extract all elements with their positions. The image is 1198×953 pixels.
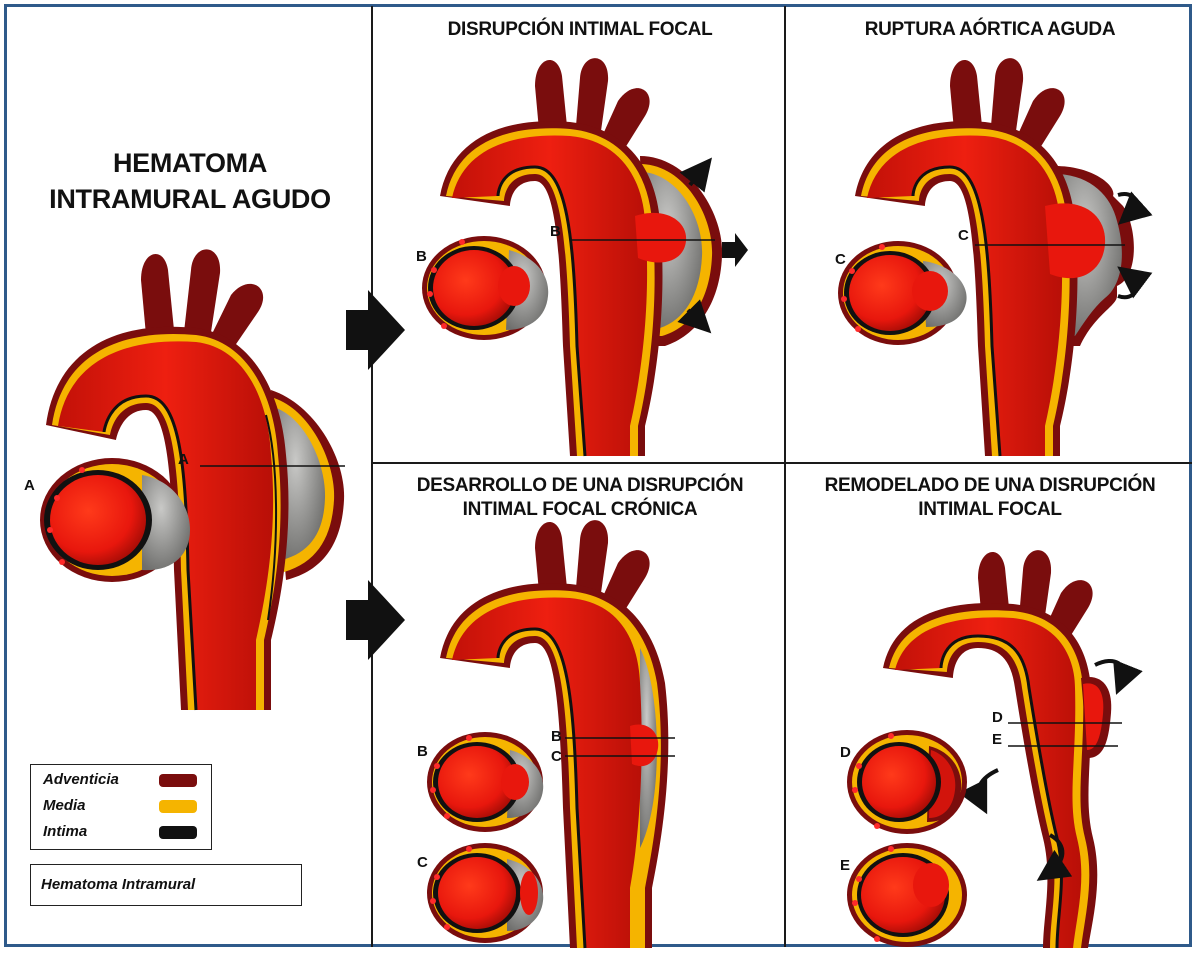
p2-cross-section-c: [838, 241, 967, 345]
p3-label-c-section: C: [417, 854, 428, 871]
transition-arrow-lower: [346, 580, 405, 660]
legend-swatch-intima: [159, 826, 197, 839]
p4-cross-section-d: [847, 730, 967, 834]
p1-arrow-right: [722, 233, 748, 267]
p4-label-e-section: E: [840, 857, 850, 874]
p4-label-d-arch: D: [992, 709, 1003, 726]
p4-label-e-arch: E: [992, 731, 1002, 748]
p4-cross-section-e: [847, 843, 967, 947]
p3-label-b-arch: B: [551, 728, 562, 745]
p3-cross-section-b: [427, 732, 543, 832]
label-a-arch: A: [178, 451, 189, 468]
p2-label-c-section: C: [835, 251, 846, 268]
p4-arrow-top-curl: [1095, 661, 1123, 680]
legend-swatch-adventicia: [159, 774, 197, 787]
legend-label-hematoma: Hematoma Intramural: [41, 876, 195, 893]
legend-label-intima: Intima: [43, 823, 87, 840]
p1-arrow-up: [690, 170, 702, 185]
legend-swatch-media: [159, 800, 197, 813]
label-a-section: A: [24, 477, 35, 494]
p3-cross-section-c: [427, 843, 543, 943]
legend-hematoma: Hematoma Intramural: [30, 864, 302, 906]
p2-label-c-arch: C: [958, 227, 969, 244]
p1-cross-section-b: [422, 236, 548, 340]
p4-label-d-section: D: [840, 744, 851, 761]
transition-arrow-upper: [346, 290, 405, 370]
p4-arrow-mid-curl: [978, 770, 998, 800]
p1-label-b-arch: B: [550, 223, 561, 240]
cross-section-a: [40, 458, 190, 582]
p3-label-c-arch: C: [551, 748, 562, 765]
legend-label-media: Media: [43, 797, 86, 814]
legend-layers: Adventicia Media Intima: [30, 764, 212, 850]
p1-label-b-section: B: [416, 248, 427, 265]
legend-label-adventicia: Adventicia: [43, 771, 119, 788]
p3-label-b-section: B: [417, 743, 428, 760]
